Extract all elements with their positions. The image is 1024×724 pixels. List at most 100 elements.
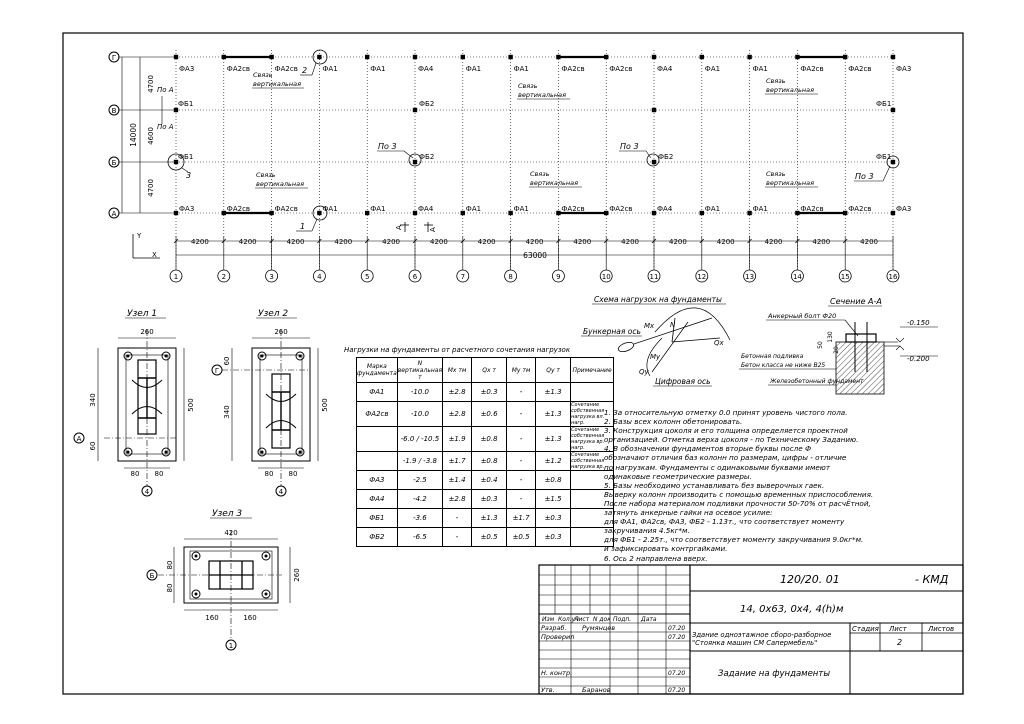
note-line: 6. Ось 2 направлена вверх.: [604, 553, 708, 563]
loads-cell-mx: -: [442, 527, 473, 547]
loads-table: Марка фундамента N вертикальная т Mx тм …: [356, 357, 615, 547]
loads-cell-note: [570, 382, 615, 402]
axis-number-label: 9: [556, 273, 560, 281]
note-line: и зафиксировать контргайками.: [604, 544, 728, 554]
column-mark: [365, 54, 370, 60]
section-mark-right: А: [429, 227, 437, 232]
tb-sheets-header: Листов: [927, 625, 954, 633]
tb-col-header: Изм: [542, 616, 555, 623]
svg-text:Цифровая ось: Цифровая ось: [655, 377, 711, 386]
tb-sheet-header: Лист: [888, 625, 908, 633]
loads-cell-my: -: [506, 451, 537, 471]
tb-building-name: "Стоянка машин СМ Сапермебель": [692, 639, 817, 647]
tb-code: 120/20. 01: [780, 573, 840, 586]
node3-bolt-2: 160: [243, 614, 256, 622]
span-dimension: 4200: [334, 238, 352, 246]
span-dimension: 4200: [478, 238, 496, 246]
tb-date: 07.20: [668, 625, 685, 632]
column-mark: [508, 54, 513, 60]
svg-text:Бетон класса не ниже В25: Бетон класса не ниже В25: [741, 362, 825, 369]
loads-cell-n: -4.2: [396, 489, 444, 509]
node2-title: Узел 2: [258, 309, 288, 319]
span-dimension: 4200: [526, 238, 544, 246]
column-mark: [317, 210, 322, 216]
note-line: закручивания 4.5кг*м.: [604, 526, 690, 536]
loads-cell-n: -2.5: [396, 470, 444, 490]
axis-x-label: X: [152, 251, 157, 259]
column-mark: [699, 54, 704, 60]
column-mark: [651, 210, 657, 216]
node3-left-2: 80: [166, 584, 174, 593]
foundation-label-top: ФА1: [705, 65, 720, 73]
axis-letter-a: А: [112, 210, 117, 218]
svg-text:вертикальная: вертикальная: [518, 91, 566, 99]
loads-cell-mark: ФА2св: [356, 401, 398, 427]
loads-cell-qy: ±0.3: [535, 508, 572, 528]
note-line: для ФБ1 - 2.25т., что соответствует моме…: [604, 535, 864, 545]
note-line: обозначают отличия баз колонн по размера…: [604, 453, 847, 463]
svg-text:Связь: Связь: [256, 171, 276, 179]
column-mark: [747, 54, 752, 60]
foundation-label-top: ФА1: [322, 65, 337, 73]
foundation-label-bottom: ФА2св: [227, 205, 250, 213]
svg-text:Связь: Связь: [766, 170, 786, 178]
node3-callout-1: По 3: [378, 142, 397, 151]
axis-number-label: 4: [317, 273, 322, 281]
loads-cell-mx: ±2.8: [442, 401, 473, 427]
svg-text:My: My: [650, 353, 661, 361]
loads-cell-mark: [356, 451, 398, 471]
foundation-label-b-mid2: ФБ2: [658, 153, 673, 161]
loads-cell-mx: ±1.9: [442, 426, 473, 452]
left-dimensions: [118, 56, 176, 214]
foundation-label-bottom: ФА2св: [848, 205, 871, 213]
note-line: 3. Конструкция цоколя и его толщина опре…: [604, 426, 848, 436]
column-mark: [460, 54, 465, 60]
column-mark: [890, 54, 896, 60]
axis-letter-markers: Г В Б А: [108, 51, 120, 219]
tb-col-header: Подп.: [613, 616, 631, 623]
node2-bolt-1: 80: [265, 470, 274, 478]
note-line: Выверку колонн производить с помощью вре…: [604, 489, 874, 499]
svg-text:Mx: Mx: [644, 322, 655, 330]
node1-axis-letter: А: [77, 435, 82, 443]
axis-number-label: 3: [269, 273, 273, 281]
foundation-label-top: ФА4: [418, 65, 434, 73]
axis-number-label: 2: [222, 273, 226, 281]
note-line: для ФА1, ФА2св, ФА3, ФБ2 - 1.13т., что с…: [604, 517, 845, 527]
span-dimension: 4200: [573, 238, 591, 246]
dim-bay-1: 4700: [147, 75, 155, 93]
column-mark: [651, 54, 657, 60]
foundation-label-top: ФА1: [370, 65, 385, 73]
foundation-label-bottom: ФА1: [705, 205, 720, 213]
node3-axis-number: 1: [229, 642, 233, 650]
loads-cell-mx: ±1.4: [442, 470, 473, 490]
span-dimension: 4200: [765, 238, 783, 246]
node1-title: Узел 1: [127, 309, 157, 319]
title-block: [538, 564, 964, 695]
foundation-label-bottom: ФА3: [179, 205, 194, 213]
brace-callout-4: Связь вертикальная: [255, 171, 308, 189]
loads-cell-qx: ±0.3: [471, 382, 508, 402]
loads-cell-qy: ±1.2: [535, 451, 572, 471]
svg-text:Qy: Qy: [639, 368, 650, 376]
loads-table-row: ФА3-2.5±1.4±0.4-±0.8: [356, 470, 615, 490]
tb-date: 07.20: [668, 634, 685, 641]
note-line: затянуть анкерные гайки на осевое усилие…: [604, 508, 773, 518]
tb-role: Н. контр.: [541, 669, 572, 677]
loads-cell-mark: [356, 426, 398, 452]
dim-bay-2: 4600: [147, 127, 155, 145]
svg-text:вертикальная: вертикальная: [766, 179, 814, 187]
note-line: организацией. Отметка верха цоколя - по …: [604, 435, 859, 445]
foundation-label-top: ФА3: [896, 65, 911, 73]
loads-cell-my: -: [506, 470, 537, 490]
loads-cell-my: ±0.5: [506, 527, 537, 547]
loads-cell-my: -: [506, 426, 537, 452]
view-a-label-1: По А: [157, 86, 174, 94]
loads-table-row: ФБ1-3.6-±1.3±1.7±0.3: [356, 508, 615, 528]
node1-bottom: 60: [89, 442, 97, 451]
svg-text:Связь: Связь: [518, 82, 538, 90]
axis-number-label: 5: [365, 273, 369, 281]
